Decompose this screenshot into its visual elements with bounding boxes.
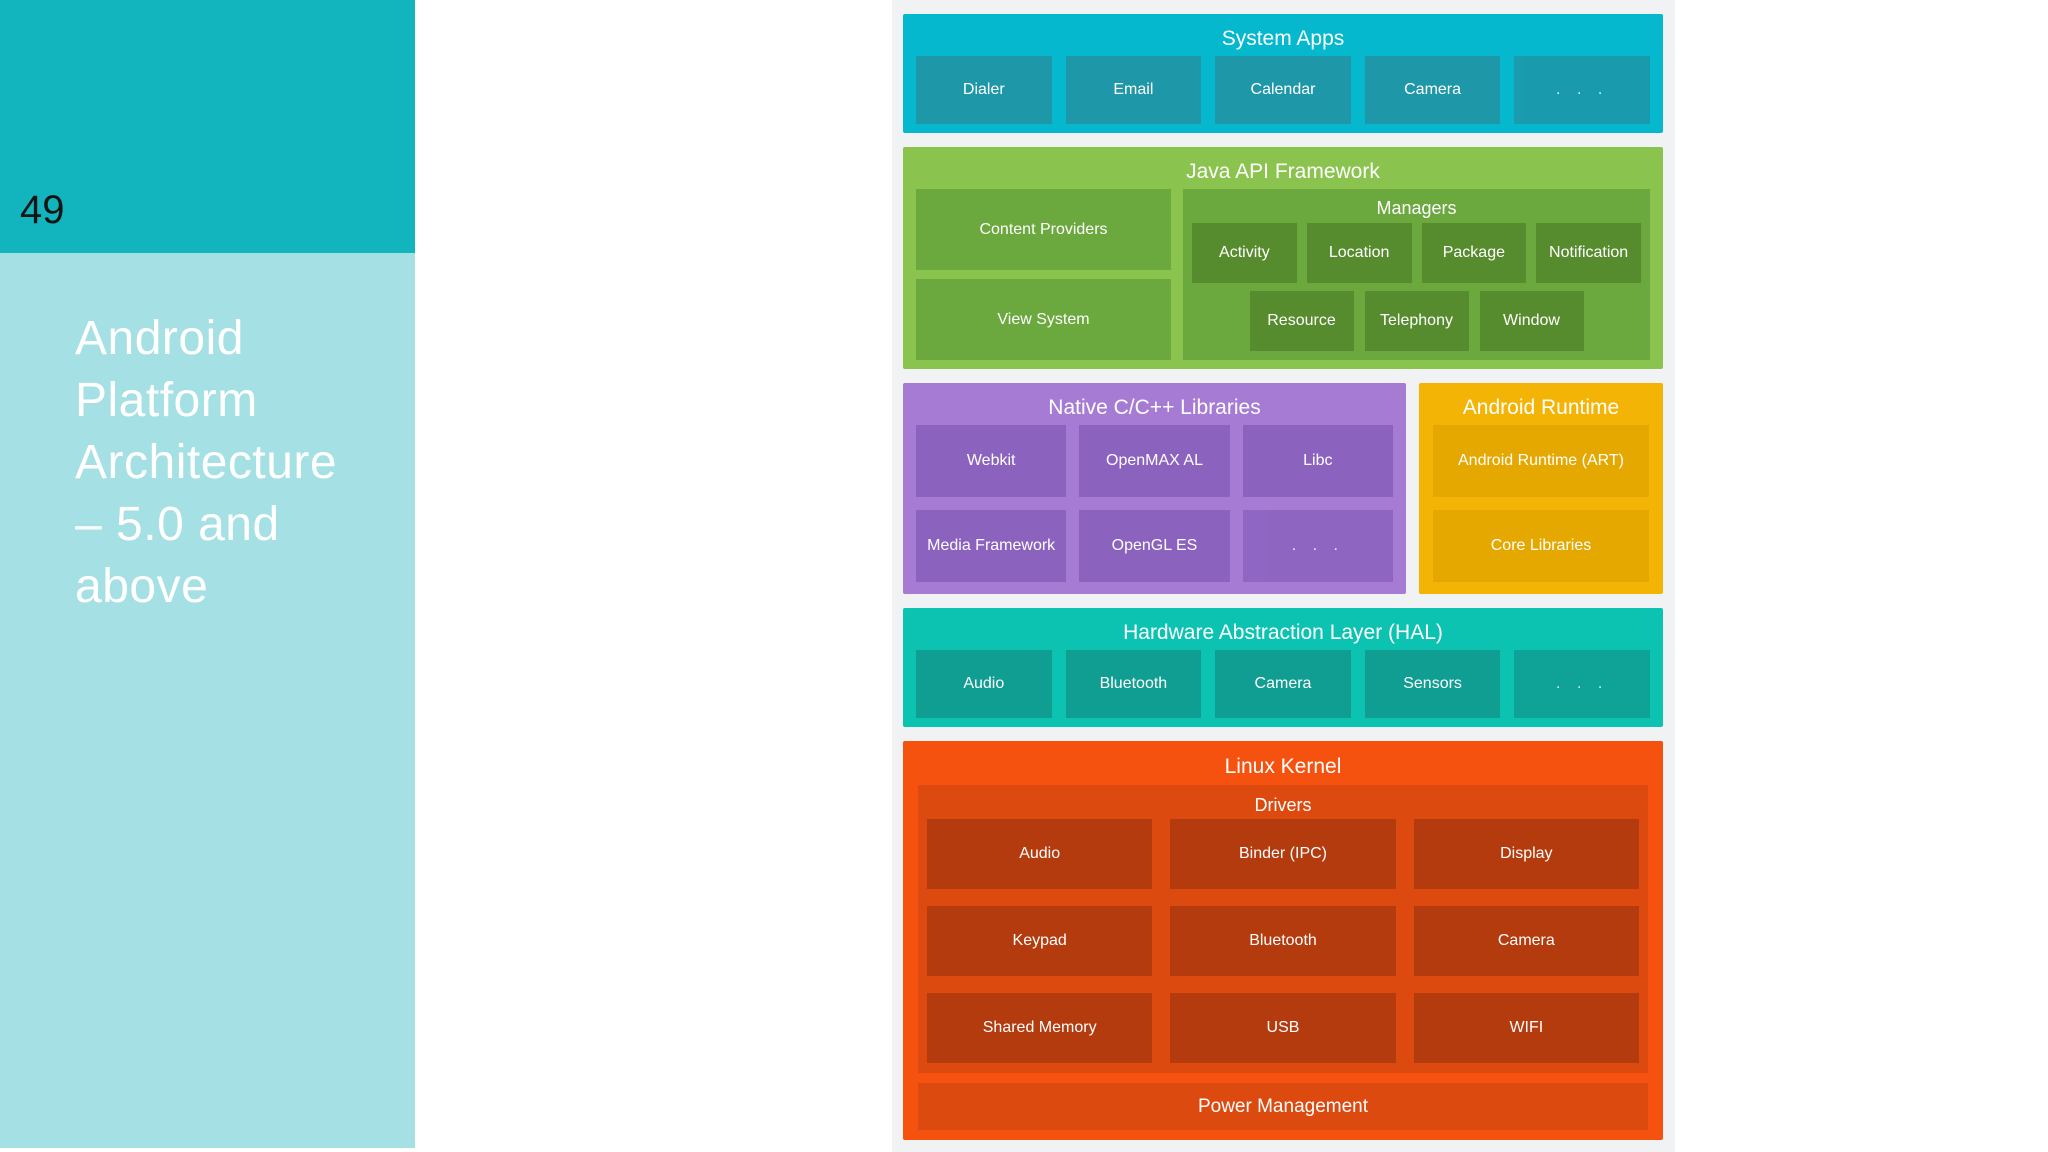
linux-kernel-title: Linux Kernel <box>1224 755 1342 778</box>
sidebar: 49 Android Platform Architecture – 5.0 a… <box>0 0 415 1148</box>
hal-box: Sensors <box>1364 650 1501 718</box>
driver-box: Bluetooth <box>1170 906 1396 976</box>
architecture-diagram-panel: System Apps Dialer Email Calendar Camera… <box>892 0 1675 1152</box>
manager-box: Location <box>1306 223 1412 283</box>
managers-group: Managers Activity Location Package Notif… <box>1183 189 1650 360</box>
hal-box: Audio <box>916 650 1052 718</box>
libraries-runtime-row: Native C/C++ Libraries Webkit OpenMAX AL… <box>903 383 1663 594</box>
system-app-box: Calendar <box>1215 56 1351 124</box>
library-box: OpenGL ES <box>1079 510 1230 582</box>
library-box-ellipsis: . . . <box>1242 510 1393 582</box>
hal-box: Bluetooth <box>1065 650 1202 718</box>
drivers-grid: Audio Binder (IPC) Display Keypad Blueto… <box>927 819 1639 1063</box>
library-box: OpenMAX AL <box>1079 425 1230 497</box>
core-libraries-box: Core Libraries <box>1433 510 1649 582</box>
native-libraries-row-1: Webkit OpenMAX AL Libc <box>916 425 1393 497</box>
driver-box: Shared Memory <box>927 993 1153 1063</box>
hal-title: Hardware Abstraction Layer (HAL) <box>1123 621 1443 644</box>
android-runtime-column: Android Runtime (ART) Core Libraries <box>1433 425 1649 582</box>
system-apps-title: System Apps <box>1221 27 1345 50</box>
system-app-box: Dialer <box>916 56 1052 124</box>
driver-box: USB <box>1170 993 1396 1063</box>
managers-row-1: Activity Location Package Notification <box>1192 223 1641 283</box>
driver-box: Display <box>1413 819 1639 889</box>
manager-box: Telephony <box>1364 291 1469 351</box>
driver-box: Binder (IPC) <box>1170 819 1396 889</box>
system-app-box: Camera <box>1364 56 1501 124</box>
hal-box-ellipsis: . . . <box>1514 650 1650 718</box>
manager-box: Notification <box>1536 223 1641 283</box>
sidebar-header-block: 49 <box>0 0 415 253</box>
managers-row-2: Resource Telephony Window <box>1192 291 1641 351</box>
native-libraries-grid: Webkit OpenMAX AL Libc Media Framework O… <box>916 425 1393 582</box>
system-app-box-ellipsis: . . . <box>1514 56 1650 124</box>
linux-kernel-section: Linux Kernel Drivers Audio Binder (IPC) … <box>903 741 1663 1140</box>
power-management-bar: Power Management <box>918 1083 1648 1130</box>
slide-title-line: Architecture <box>75 436 338 489</box>
slide-title-line: Platform <box>75 374 258 427</box>
drivers-row-3: Shared Memory USB WIFI <box>927 993 1639 1063</box>
content-providers-box: Content Providers <box>916 189 1171 270</box>
driver-box: Camera <box>1413 906 1639 976</box>
java-api-content: Content Providers View System Managers A… <box>916 189 1650 360</box>
slide-title-line: – 5.0 and <box>75 498 280 551</box>
drivers-group: Drivers Audio Binder (IPC) Display Keypa… <box>918 785 1648 1073</box>
drivers-title: Drivers <box>1254 795 1312 815</box>
managers-title: Managers <box>1376 198 1457 218</box>
system-apps-section: System Apps Dialer Email Calendar Camera… <box>903 14 1663 133</box>
driver-box: Keypad <box>927 906 1153 976</box>
java-api-left-column: Content Providers View System <box>916 189 1171 360</box>
drivers-row-1: Audio Binder (IPC) Display <box>927 819 1639 889</box>
driver-box: WIFI <box>1413 993 1639 1063</box>
manager-box: Resource <box>1249 291 1354 351</box>
architecture-stack: System Apps Dialer Email Calendar Camera… <box>903 14 1663 1140</box>
driver-box: Audio <box>927 819 1153 889</box>
native-libraries-section: Native C/C++ Libraries Webkit OpenMAX AL… <box>903 383 1406 594</box>
hal-box: Camera <box>1215 650 1351 718</box>
library-box: Media Framework <box>916 510 1067 582</box>
drivers-row-2: Keypad Bluetooth Camera <box>927 906 1639 976</box>
manager-box: Activity <box>1192 223 1297 283</box>
java-api-framework-section: Java API Framework Content Providers Vie… <box>903 147 1663 369</box>
java-api-framework-title: Java API Framework <box>1186 160 1380 183</box>
page-number: 49 <box>20 188 65 232</box>
view-system-box: View System <box>916 279 1171 360</box>
hal-section: Hardware Abstraction Layer (HAL) Audio B… <box>903 608 1663 727</box>
native-libraries-title: Native C/C++ Libraries <box>1048 396 1261 419</box>
library-box: Webkit <box>916 425 1067 497</box>
manager-box: Package <box>1421 223 1527 283</box>
native-libraries-row-2: Media Framework OpenGL ES . . . <box>916 510 1393 582</box>
system-app-box: Email <box>1065 56 1202 124</box>
art-box: Android Runtime (ART) <box>1433 425 1649 497</box>
hal-row: Audio Bluetooth Camera Sensors . . . <box>916 650 1650 718</box>
system-apps-row: Dialer Email Calendar Camera . . . <box>916 56 1650 124</box>
android-runtime-section: Android Runtime Android Runtime (ART) Co… <box>1419 383 1663 594</box>
manager-box: Window <box>1479 291 1584 351</box>
slide-title-line: Android <box>75 312 244 365</box>
slide-title-line: above <box>75 560 209 613</box>
android-runtime-title: Android Runtime <box>1462 396 1620 419</box>
library-box: Libc <box>1242 425 1393 497</box>
slide-title: Android Platform Architecture – 5.0 and … <box>75 308 337 618</box>
